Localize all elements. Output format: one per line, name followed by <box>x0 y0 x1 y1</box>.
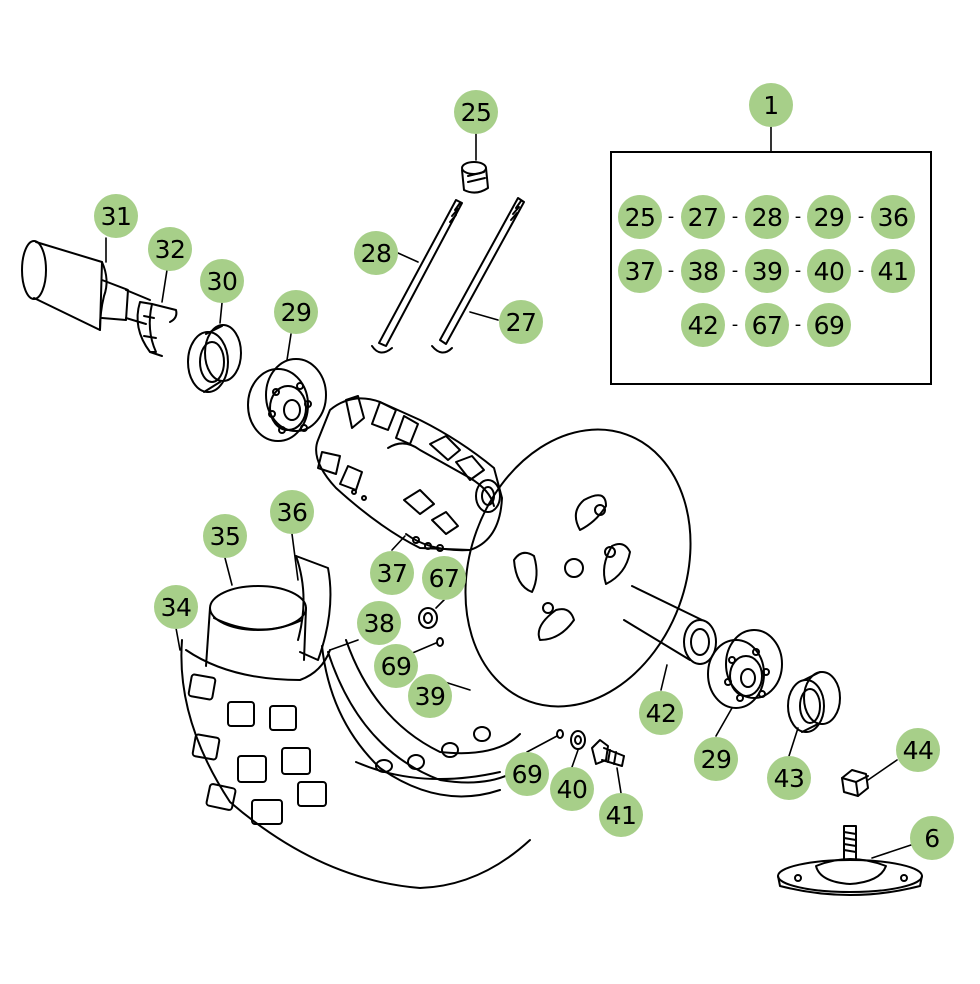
bearing-29-upper-part <box>247 358 327 442</box>
bearing-29-lower-part <box>707 629 783 709</box>
callout-32: 32 <box>148 227 192 271</box>
callout-42: 42 <box>639 691 683 735</box>
kit-separator: - <box>731 206 739 227</box>
kit-callout-29: 29 <box>807 195 851 239</box>
kit-callout-27: 27 <box>681 195 725 239</box>
callout-69-lower: 69 <box>505 752 549 796</box>
brake-disc-part <box>464 428 692 708</box>
callout-41: 41 <box>599 793 643 837</box>
callout-28: 28 <box>354 231 398 275</box>
callout-38: 38 <box>357 601 401 645</box>
seal-30-part <box>187 324 242 393</box>
kit-separator: - <box>857 206 865 227</box>
tube-35-part <box>205 585 307 667</box>
kit-separator: - <box>857 260 865 281</box>
callout-6: 6 <box>910 816 954 860</box>
nut-44-part <box>841 769 869 797</box>
kit-callout-67: 67 <box>745 303 789 347</box>
kit-separator: - <box>794 206 802 227</box>
kit-contents-box <box>610 151 932 385</box>
callout-69-upper: 69 <box>374 644 418 688</box>
tyre-34-part <box>180 639 531 889</box>
callout-29-lower: 29 <box>694 737 738 781</box>
kit-separator: - <box>731 314 739 335</box>
seal-43-part <box>787 671 841 733</box>
nipple-69-lower-part <box>556 729 564 739</box>
kit-separator: - <box>794 314 802 335</box>
kit-separator: - <box>667 206 675 227</box>
kit-callout-36: 36 <box>871 195 915 239</box>
nipple-69-upper-part <box>436 637 444 647</box>
hub-part <box>315 395 503 552</box>
callout-36: 36 <box>270 490 314 534</box>
spoke-28-part <box>371 199 463 354</box>
callout-35: 35 <box>203 514 247 558</box>
callout-27: 27 <box>499 300 543 344</box>
seal-32-part <box>136 301 178 357</box>
callout-37: 37 <box>370 551 414 595</box>
kit-separator: - <box>731 260 739 281</box>
callout-34: 34 <box>154 585 198 629</box>
bolt-41-part <box>591 739 625 767</box>
leader-lines <box>105 126 912 859</box>
kit-callout-39: 39 <box>745 249 789 293</box>
kit-callout-25: 25 <box>618 195 662 239</box>
kit-callout-69: 69 <box>807 303 851 347</box>
spacer-42-part <box>623 585 717 665</box>
callout-39: 39 <box>408 674 452 718</box>
callout-67: 67 <box>422 556 466 600</box>
callout-1: 1 <box>749 83 793 127</box>
axle-spacer-part <box>21 240 151 331</box>
callout-25: 25 <box>454 90 498 134</box>
callout-30: 30 <box>200 259 244 303</box>
kit-callout-28: 28 <box>745 195 789 239</box>
kit-separator: - <box>794 260 802 281</box>
callout-43: 43 <box>767 756 811 800</box>
grommet-67-part <box>418 607 438 629</box>
kit-callout-38: 38 <box>681 249 725 293</box>
kit-callout-42: 42 <box>681 303 725 347</box>
valve-cap-part <box>461 161 489 194</box>
kit-separator: - <box>667 260 675 281</box>
washer-40-part <box>570 730 586 750</box>
kit-callout-40: 40 <box>807 249 851 293</box>
callout-40: 40 <box>550 767 594 811</box>
spoke-27-part <box>431 197 525 354</box>
rim-38-part <box>327 639 531 784</box>
callout-31: 31 <box>94 194 138 238</box>
rim-strip-36-part <box>295 555 332 661</box>
rim-lock-part <box>777 825 923 896</box>
kit-callout-41: 41 <box>871 249 915 293</box>
kit-callout-37: 37 <box>618 249 662 293</box>
callout-44: 44 <box>896 728 940 772</box>
callout-29-upper: 29 <box>274 290 318 334</box>
